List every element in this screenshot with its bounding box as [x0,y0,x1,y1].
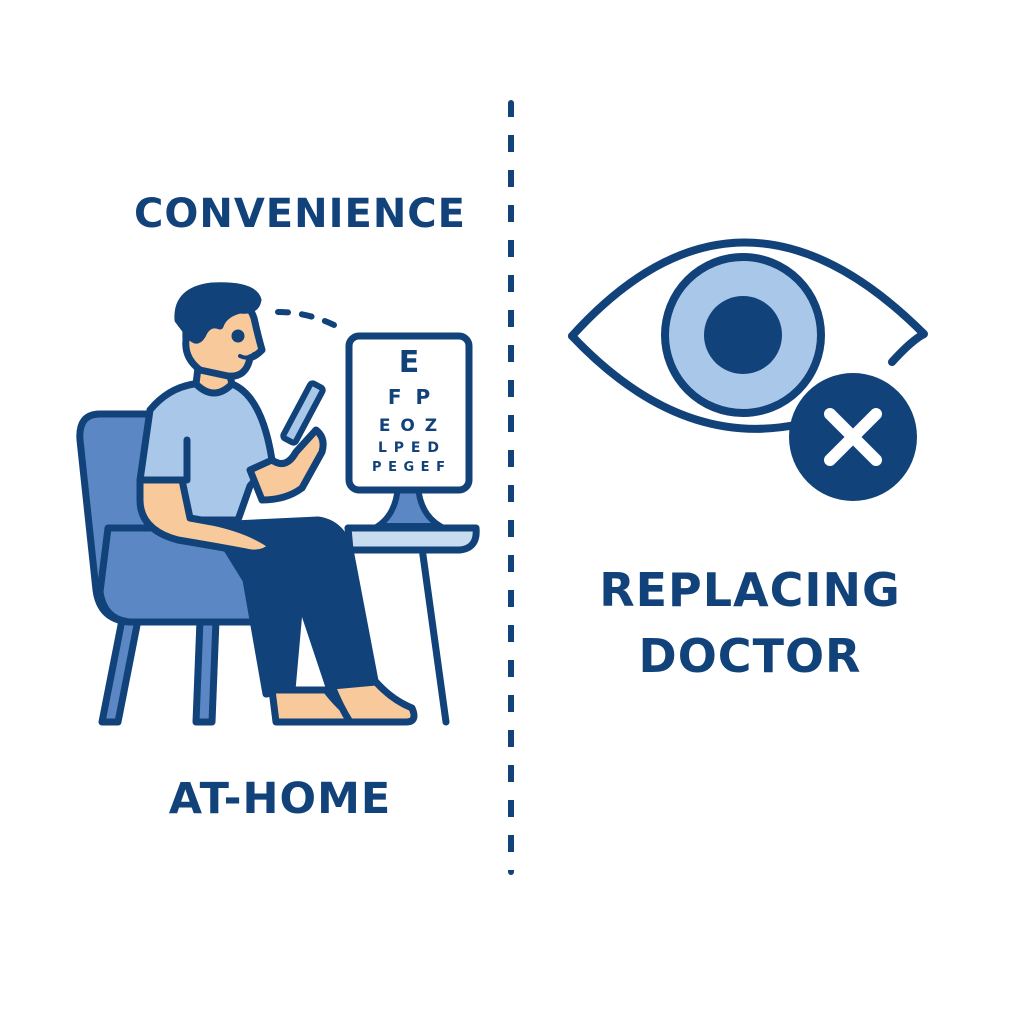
eye-chart-row-5: P E G E F [372,460,446,475]
eye-chart-monitor: E F P E O Z L P E D P E G E F [345,332,473,529]
armchair-icon [76,410,268,726]
replacing-text: REPLACING [599,563,901,617]
x-badge-icon [789,373,917,501]
person-figure [136,282,418,726]
doctor-text: DOCTOR [638,629,862,683]
eye-chart-row-1: E [399,345,420,380]
eye-with-x-icon [568,238,928,501]
at-home-label: AT-HOME [168,774,392,824]
replacing-doctor-label: REPLACING DOCTOR [560,557,940,689]
eye-chart-row-4: L P E D [378,440,440,456]
convenience-label: CONVENIENCE [134,191,466,237]
desk-icon [344,524,480,726]
eye-chart-row-2: F P [388,385,430,409]
dashed-divider [508,100,514,875]
smartphone-icon [280,380,326,446]
gaze-dotted-line [275,309,343,331]
eye-chart-row-3: E O Z [379,416,439,436]
